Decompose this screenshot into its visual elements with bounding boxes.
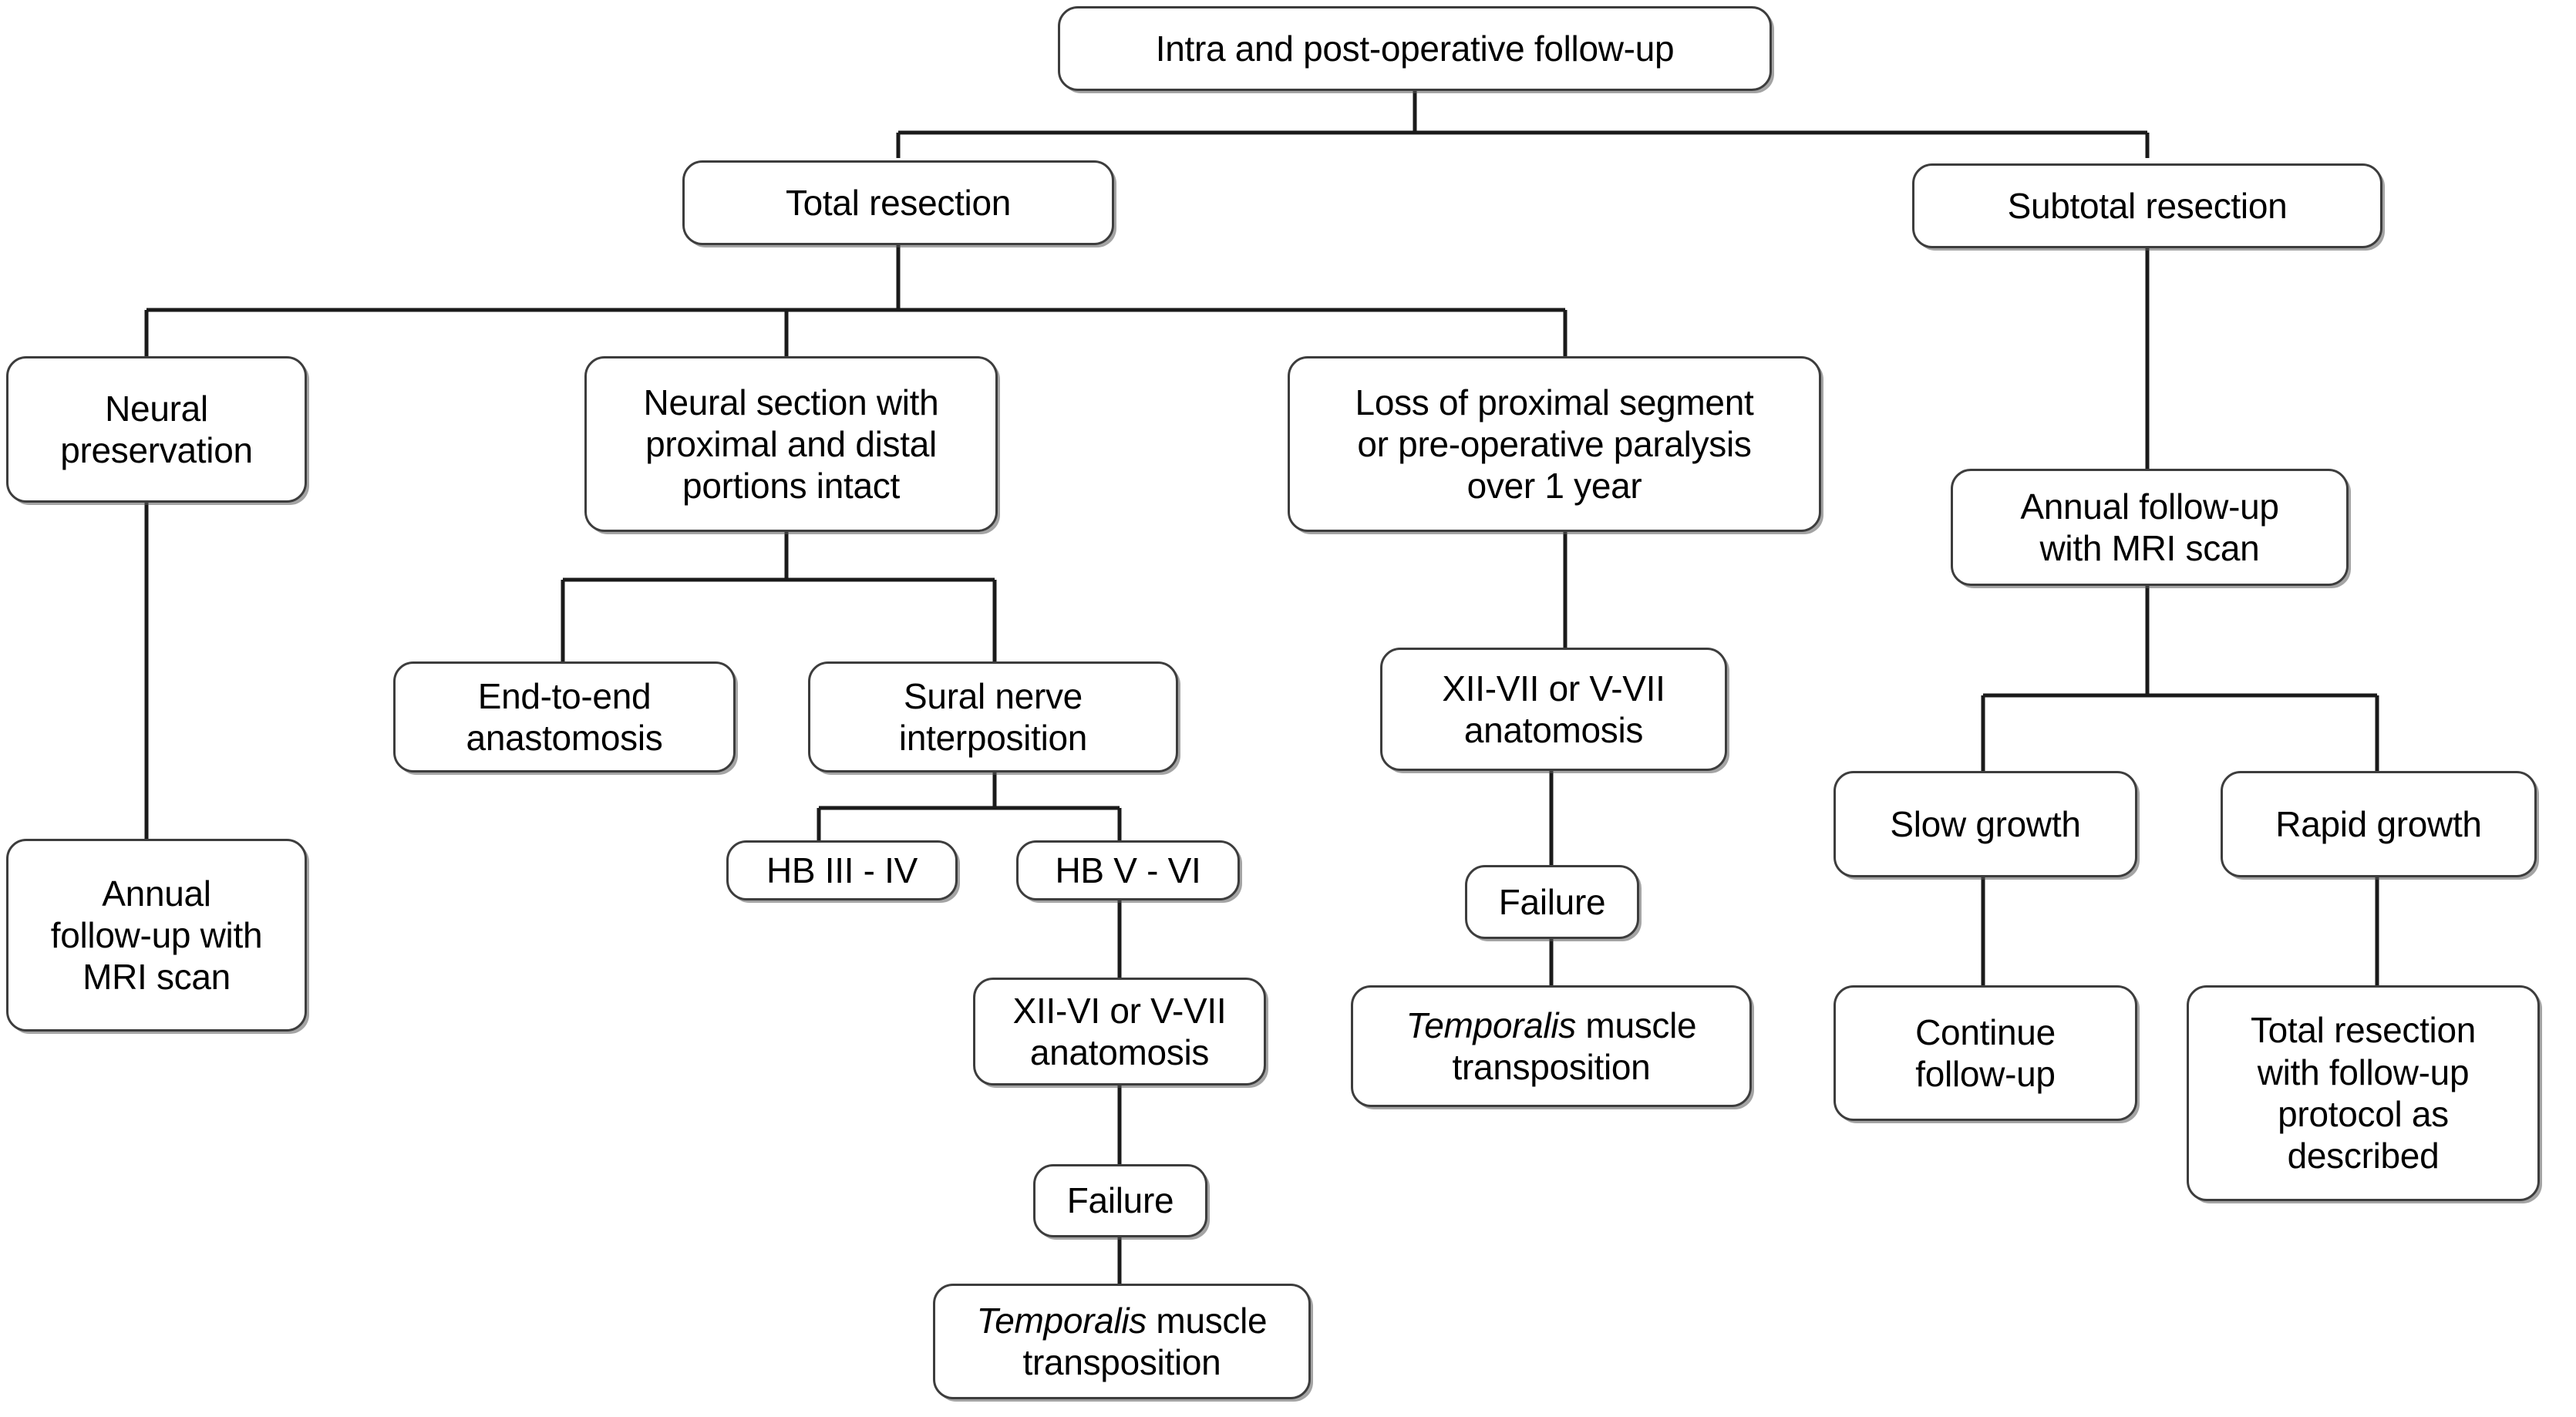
node-neural-preservation[interactable]: Neural preservation [6,356,307,503]
node-annual-followup-left-label: Annual follow-up with MRI scan [50,873,263,998]
node-neural-preservation-label: Neural preservation [60,388,253,470]
node-hb-5-6-label: HB V - VI [1055,850,1201,890]
node-total-resection[interactable]: Total resection [682,160,1114,245]
node-xii-vi-anatomosis-left-label: XII-VI or V-VII anatomosis [1012,990,1227,1072]
node-rapid-growth-label: Rapid growth [2275,803,2482,844]
node-slow-growth[interactable]: Slow growth [1834,771,2137,877]
edge-sural-nerve-split [817,772,1122,840]
temporalis-italic-left: Temporalis [976,1300,1147,1341]
node-root[interactable]: Intra and post-operative follow-up [1058,6,1772,91]
node-total-resection-protocol[interactable]: Total resection with follow-up protocol … [2187,985,2540,1201]
node-xii-vi-anatomosis-left[interactable]: XII-VI or V-VII anatomosis [973,978,1266,1085]
node-temporalis-transposition-mid[interactable]: Temporalis muscle transposition [1351,985,1752,1107]
node-neural-section-label: Neural section with proximal and distal … [643,382,939,507]
node-failure-mid-label: Failure [1498,881,1606,922]
node-annual-followup-right-label: Annual follow-up with MRI scan [2020,486,2279,568]
node-failure-mid[interactable]: Failure [1465,865,1639,939]
edge-root-split [896,91,2150,158]
node-subtotal-resection[interactable]: Subtotal resection [1912,163,2382,248]
temporalis-rest-left: muscle transposition [1022,1300,1268,1382]
node-end-to-end-anastomosis-label: End-to-end anastomosis [466,675,663,758]
node-hb-3-4[interactable]: HB III - IV [726,840,958,900]
node-hb-3-4-label: HB III - IV [766,850,918,890]
node-slow-growth-label: Slow growth [1890,803,2081,844]
node-hb-5-6[interactable]: HB V - VI [1016,840,1240,900]
temporalis-rest-mid: muscle transposition [1452,1005,1697,1087]
node-sural-nerve-interposition[interactable]: Sural nerve interposition [808,661,1178,772]
temporalis-italic-mid: Temporalis [1406,1005,1577,1045]
node-failure-left[interactable]: Failure [1033,1164,1207,1237]
node-xii-vii-anatomosis-mid[interactable]: XII-VII or V-VII anatomosis [1380,648,1727,771]
edge-total-resection-split [144,245,1567,356]
node-loss-proximal-segment[interactable]: Loss of proximal segment or pre-operativ… [1288,356,1821,532]
node-total-resection-protocol-label: Total resection with follow-up protocol … [2250,1010,2477,1176]
node-temporalis-transposition-left-label: Temporalis muscle transposition [945,1300,1299,1384]
node-annual-followup-left[interactable]: Annual follow-up with MRI scan [6,839,307,1032]
node-continue-followup[interactable]: Continue follow-up [1834,985,2137,1121]
node-annual-followup-right[interactable]: Annual follow-up with MRI scan [1951,469,2349,586]
node-loss-proximal-segment-label: Loss of proximal segment or pre-operativ… [1355,382,1754,507]
node-sural-nerve-interposition-label: Sural nerve interposition [898,675,1088,758]
node-continue-followup-label: Continue follow-up [1915,1011,2056,1094]
node-failure-left-label: Failure [1066,1180,1174,1221]
node-xii-vii-anatomosis-mid-label: XII-VII or V-VII anatomosis [1442,668,1665,750]
node-rapid-growth[interactable]: Rapid growth [2221,771,2537,877]
node-subtotal-resection-label: Subtotal resection [2007,185,2288,226]
node-total-resection-label: Total resection [785,182,1012,223]
node-neural-section[interactable]: Neural section with proximal and distal … [584,356,998,532]
node-temporalis-transposition-mid-label: Temporalis muscle transposition [1362,1005,1740,1089]
node-root-label: Intra and post-operative follow-up [1155,28,1675,69]
node-temporalis-transposition-left[interactable]: Temporalis muscle transposition [933,1284,1311,1399]
edge-annual-growth-split [1981,586,2379,771]
node-end-to-end-anastomosis[interactable]: End-to-end anastomosis [393,661,736,772]
edge-neural-section-split [561,532,997,661]
